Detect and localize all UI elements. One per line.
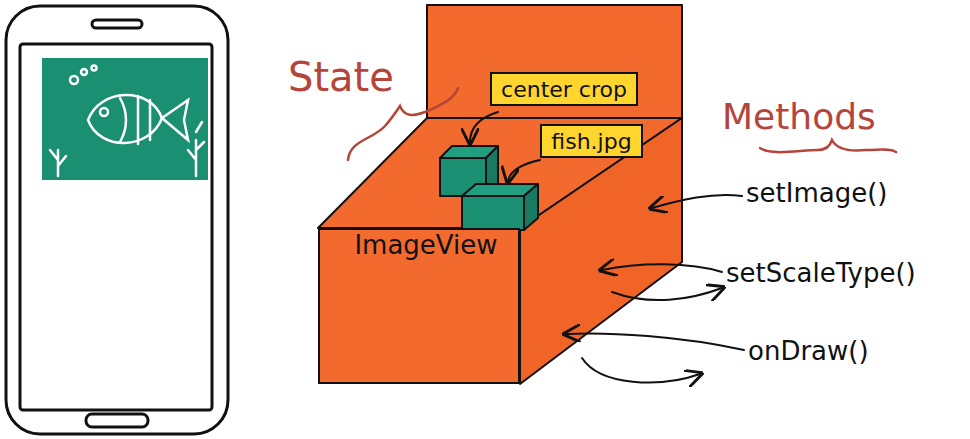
- state-tag: fish.jpg: [540, 124, 643, 158]
- state-cubes: [440, 146, 538, 230]
- phone: [6, 6, 228, 434]
- node-text: ImageView: [354, 230, 497, 260]
- section-heading: Methods: [722, 96, 876, 137]
- leader-arrows: [470, 112, 540, 181]
- node-text: center crop: [501, 77, 627, 102]
- method-name: setImage(): [746, 178, 887, 208]
- fish-image: [42, 58, 208, 180]
- method-name: setScaleType(): [726, 258, 916, 288]
- method-arrows: [566, 195, 744, 383]
- section-heading: State: [288, 54, 394, 100]
- node-text: fish.jpg: [551, 129, 631, 154]
- class-box: ImageView: [318, 228, 520, 384]
- method-name: onDraw(): [748, 336, 869, 366]
- state-tag: center crop: [490, 72, 638, 106]
